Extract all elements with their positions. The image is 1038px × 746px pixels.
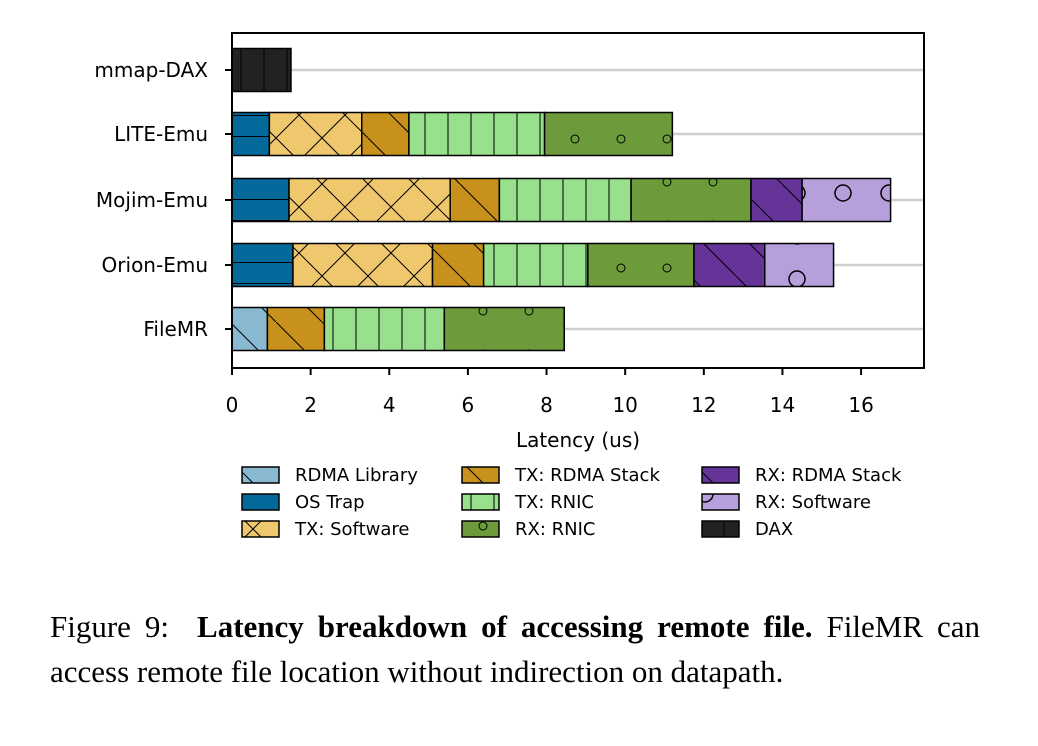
- x-tick-label: 6: [462, 393, 475, 417]
- bar-segment: [231, 242, 294, 288]
- bar-segment: [231, 306, 269, 352]
- x-tick-label: 4: [383, 393, 396, 417]
- legend-swatch: [241, 520, 280, 538]
- bar-segment: [587, 242, 695, 288]
- legend-swatch: [241, 466, 280, 484]
- bar-segment: [498, 177, 632, 223]
- legend-swatch: [701, 520, 740, 538]
- legend-swatch: [461, 493, 500, 511]
- bar-segment: [268, 111, 363, 157]
- legend-label: TX: RNIC: [514, 492, 594, 513]
- x-axis: 0 2 4 6 8 10 12 14 16: [226, 368, 874, 417]
- y-tick-label: LITE-Emu: [114, 122, 208, 146]
- x-axis-label: Latency (us): [516, 428, 640, 452]
- bar-segment: [292, 242, 434, 288]
- figure-caption: Figure 9: Latency breakdown of accessing…: [50, 604, 980, 694]
- bars: [231, 47, 892, 352]
- x-tick-label: 2: [304, 393, 317, 417]
- y-tick-label: Mojim-Emu: [96, 188, 208, 212]
- legend-swatch: [461, 520, 500, 538]
- bar-segment: [408, 111, 546, 157]
- bar-segment: [231, 111, 271, 157]
- bar-segment: [266, 306, 326, 352]
- bar-segment: [323, 306, 446, 352]
- latency-breakdown-chart: mmap-DAX LITE-EmuMojim-EmuOrion-EmuFileMR…: [94, 32, 925, 540]
- x-tick-label: 14: [770, 393, 795, 417]
- bar-segment: [630, 177, 752, 223]
- bar-segment: [750, 177, 803, 223]
- x-tick-label: 16: [848, 393, 873, 417]
- bar-segment: [231, 47, 292, 93]
- caption-title: Latency breakdown of accessing remote fi…: [197, 609, 813, 644]
- bar-segment: [431, 242, 485, 288]
- bar-segment: [288, 177, 451, 223]
- legend-label: RX: Software: [755, 492, 871, 513]
- bar-segment: [764, 242, 835, 288]
- legend-label: TX: RDMA Stack: [514, 465, 660, 486]
- legend-label: RX: RDMA Stack: [755, 465, 902, 486]
- legend-swatch: [241, 493, 280, 511]
- y-tick-label: FileMR: [143, 317, 208, 341]
- bar-segment: [482, 242, 589, 288]
- bar-segment: [231, 177, 290, 223]
- caption-text: FileMR can access remote file location w…: [50, 609, 981, 689]
- bar-segment: [543, 111, 674, 157]
- legend-swatch: [461, 466, 500, 484]
- y-tick-label: Orion-Emu: [102, 253, 208, 277]
- bar-segment: [693, 242, 766, 288]
- legend-label: DAX: [755, 519, 793, 540]
- caption-label: Figure 9:: [50, 609, 170, 644]
- legend-label: RDMA Library: [295, 465, 418, 486]
- legend-label: RX: RNIC: [515, 519, 595, 540]
- y-tick-label: mmap-DAX: [94, 58, 208, 82]
- legend-label: OS Trap: [295, 492, 365, 513]
- x-tick-label: 10: [612, 393, 637, 417]
- legend-label: TX: Software: [294, 519, 409, 540]
- bar-segment: [361, 111, 410, 157]
- bar-segment: [443, 306, 565, 352]
- x-tick-label: 12: [691, 393, 716, 417]
- bar-segment: [449, 177, 501, 223]
- x-tick-label: 8: [540, 393, 553, 417]
- bar-segment: [801, 177, 892, 223]
- legend-swatch: [701, 493, 740, 511]
- legend-swatch: [701, 466, 740, 484]
- x-tick-label: 0: [226, 393, 239, 417]
